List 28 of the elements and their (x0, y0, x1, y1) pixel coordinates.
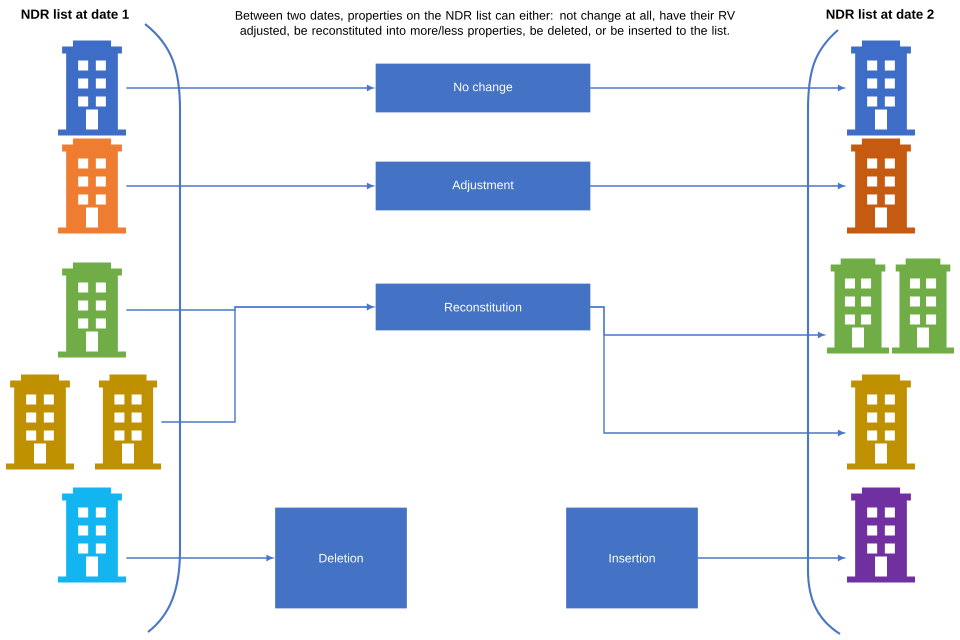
building-icon (95, 374, 161, 470)
list-heading: NDR list at date 1 (22, 9, 129, 19)
arrow (126, 555, 274, 561)
arrow (126, 85, 374, 91)
list-heading: NDR list at date 2 (826, 9, 934, 19)
arrow (590, 183, 845, 189)
arrow (126, 183, 374, 189)
building-icon (58, 40, 126, 136)
process-box: Reconstitution (376, 284, 590, 330)
process-box: No change (376, 64, 590, 112)
title: Between two dates, properties on the NDR list can either: not change at all, have their RV adjusted, be reconstituted into more/less properties, be deleted, or be inserted to the list. (236, 10, 736, 38)
arrow (161, 304, 374, 423)
building-icon (847, 40, 915, 136)
process-box: Adjustment (376, 162, 590, 210)
building-icon (847, 138, 915, 234)
building-icon (892, 258, 954, 354)
arrow (590, 306, 845, 436)
building-icon (6, 374, 74, 470)
process-box: Deletion (275, 508, 407, 608)
building-icon (58, 138, 126, 234)
arrow (590, 85, 845, 91)
building-icon (58, 262, 126, 358)
arrow (698, 555, 845, 561)
building-icon (847, 374, 915, 470)
building-icon (827, 258, 889, 354)
building-icon (847, 488, 915, 582)
building-icon (58, 488, 126, 582)
process-box: Insertion (566, 508, 698, 608)
